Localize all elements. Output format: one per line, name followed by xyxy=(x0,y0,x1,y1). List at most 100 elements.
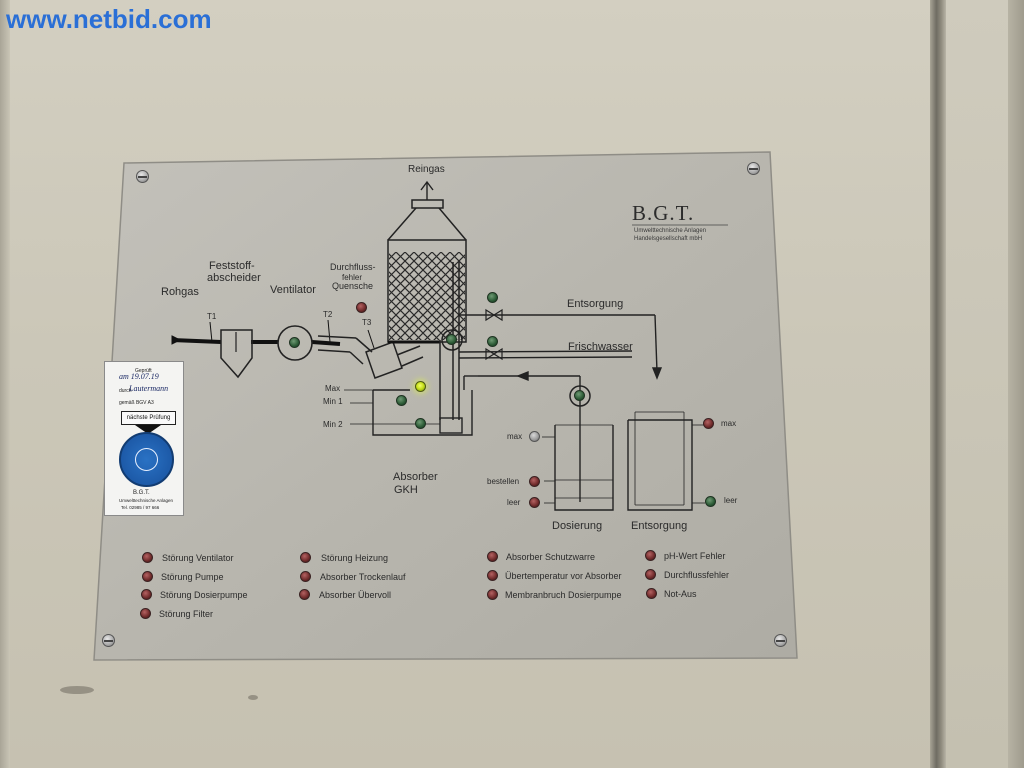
label-reingas: Reingas xyxy=(408,164,445,175)
fault-label: Membranbruch Dosierpumpe xyxy=(505,590,622,600)
label-dos-leer: leer xyxy=(507,498,521,507)
label-durchfluss-2: fehler xyxy=(342,273,363,282)
label-frischwasser: Frischwasser xyxy=(568,341,633,353)
sticker-company: B.G.T. xyxy=(133,490,150,496)
rohgas-line xyxy=(171,319,375,349)
led-fault xyxy=(141,589,152,600)
fault-label: pH-Wert Fehler xyxy=(664,551,726,561)
led-ent-leer xyxy=(705,496,716,507)
reingas-arrow xyxy=(420,180,434,200)
separator-shape xyxy=(220,329,253,379)
smudge-mark xyxy=(248,695,258,700)
led-fault xyxy=(645,550,656,561)
led-fault xyxy=(487,570,498,581)
label-t2: T2 xyxy=(323,310,333,319)
label-feststoff-2: abscheider xyxy=(207,272,261,284)
led-fault xyxy=(300,571,311,582)
label-bestellen: bestellen xyxy=(487,477,520,486)
fault-label: Absorber Übervoll xyxy=(319,590,392,600)
sticker-by-label: durch xyxy=(119,388,132,394)
logo-title: B.G.T. xyxy=(632,201,695,225)
led-durchfluss xyxy=(356,302,367,313)
fault-label: Absorber Schutzwarre xyxy=(506,552,596,562)
screw-icon xyxy=(747,162,760,175)
label-t1: T1 xyxy=(207,312,217,321)
led-dos-max xyxy=(529,431,540,442)
seal-center-icon xyxy=(135,448,158,471)
dosing-pump-circle xyxy=(569,385,591,407)
fault-label: Störung Pumpe xyxy=(161,572,224,582)
inspection-sticker: Geprüft am 19.07.19 durch Lautermann gem… xyxy=(104,361,184,516)
screw-icon xyxy=(102,634,115,647)
label-feststoff-1: Feststoff- xyxy=(209,260,255,272)
fault-label: Durchflussfehler xyxy=(664,570,730,580)
label-ent-leer: leer xyxy=(724,496,738,505)
ventilator-shape xyxy=(277,325,313,361)
led-fault xyxy=(140,608,151,619)
led-ent-max xyxy=(703,418,714,429)
label-max: Max xyxy=(325,384,341,393)
label-dos-max: max xyxy=(507,432,523,441)
label-dosierung: Dosierung xyxy=(552,520,603,532)
fault-label: Absorber Trockenlauf xyxy=(320,572,406,582)
led-dosing-pump xyxy=(574,390,585,401)
sticker-next-check: nächste Prüfung xyxy=(121,411,176,425)
inspection-seal-icon xyxy=(119,432,174,487)
label-t3: T3 xyxy=(362,318,372,327)
smudge-mark xyxy=(60,686,94,694)
label-ent-max: max xyxy=(721,419,737,428)
valve-icon xyxy=(485,308,503,361)
led-fault xyxy=(142,571,153,582)
sticker-foot-2: Tel. 02985 / 97 666 xyxy=(121,505,160,510)
cabinet-seam xyxy=(930,0,946,768)
label-durchfluss-1: Durchfluss- xyxy=(330,262,376,272)
cabinet-left-edge xyxy=(0,0,10,768)
logo-line-1: Umwelttechnische Anlagen xyxy=(634,228,707,234)
led-fault xyxy=(645,569,656,580)
watermark-text: www.netbid.com xyxy=(6,4,212,34)
led-valve-entsorgung xyxy=(487,292,498,303)
sticker-date: am 19.07.19 xyxy=(119,372,159,381)
fault-label: Störung Dosierpumpe xyxy=(160,590,248,600)
screw-icon xyxy=(136,170,149,183)
cabinet-right-edge xyxy=(1008,0,1024,768)
fault-label: Störung Ventilator xyxy=(162,553,234,563)
led-fault xyxy=(300,552,311,563)
led-bestellen xyxy=(529,476,540,487)
led-fault xyxy=(299,589,310,600)
disposal-tank xyxy=(627,411,705,511)
led-valve-frischwasser xyxy=(487,336,498,347)
label-min1: Min 1 xyxy=(323,397,343,406)
sticker-foot-1: Umwelttechnische Anlagen xyxy=(119,498,174,503)
led-max xyxy=(415,381,426,392)
led-pump xyxy=(446,334,457,345)
led-fault xyxy=(646,588,657,599)
dosing-tank xyxy=(542,424,614,511)
led-fault xyxy=(142,552,153,563)
screw-icon xyxy=(774,634,787,647)
led-dos-leer xyxy=(529,497,540,508)
led-min2 xyxy=(415,418,426,429)
pump-circle xyxy=(441,329,463,351)
sticker-geprueft: Geprüft xyxy=(135,368,152,374)
fault-label: Störung Filter xyxy=(159,609,214,619)
arrow-down-icon xyxy=(135,425,161,434)
absorber-tank xyxy=(344,389,473,436)
label-rohgas: Rohgas xyxy=(161,286,199,298)
led-min1 xyxy=(396,395,407,406)
logo-line-2: Handelsgesellschaft mbH xyxy=(634,236,703,242)
fault-label: Not-Aus xyxy=(664,589,697,599)
label-absorber-1: Absorber xyxy=(393,471,438,483)
label-entsorgung-bottom: Entsorgung xyxy=(631,520,688,532)
quench-duct xyxy=(317,335,424,379)
label-absorber-2: GKH xyxy=(394,484,418,496)
fault-label: Störung Heizung xyxy=(321,553,389,563)
label-min2: Min 2 xyxy=(323,420,343,429)
label-durchfluss-3: Quensche xyxy=(332,281,374,291)
fault-label: Übertemperatur vor Absorber xyxy=(505,571,622,581)
led-ventilator xyxy=(289,337,300,348)
sticker-norm: gemäß BGV A3 xyxy=(119,400,154,406)
led-fault xyxy=(487,551,498,562)
